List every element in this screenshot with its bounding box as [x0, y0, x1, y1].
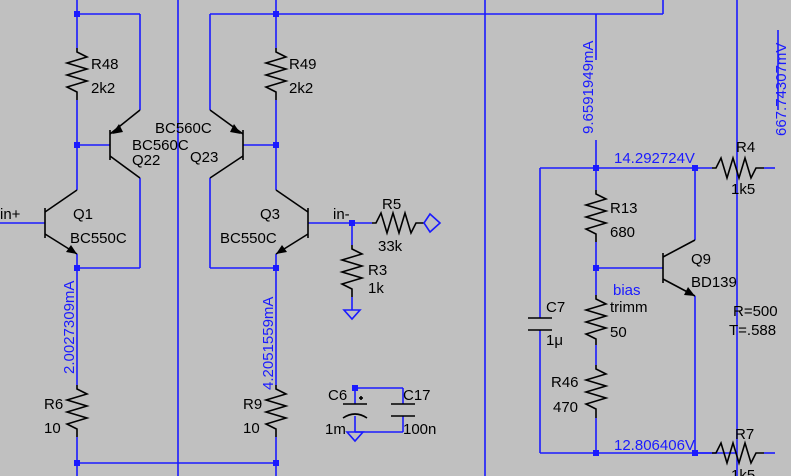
- label-c17-value: 100n: [403, 421, 436, 438]
- transistors: [44, 109, 696, 297]
- capacitor-c7: [528, 317, 552, 331]
- resistor-trimm: [583, 295, 609, 345]
- label-r7-value: 1k5: [731, 467, 755, 476]
- label-q22-name: Q22: [132, 152, 160, 169]
- measurement-v-right: 667.74307mV: [773, 43, 790, 136]
- label-c7-value: 1μ: [546, 332, 563, 349]
- resistor-r13: [583, 190, 609, 242]
- label-trimm-value: 50: [610, 324, 627, 341]
- label-q9-name: Q9: [691, 251, 711, 268]
- label-c6-name: C6: [328, 387, 347, 404]
- label-note-r: R=500: [733, 303, 778, 320]
- resistor-r3: [339, 245, 365, 297]
- label-r9-name: R9: [243, 396, 262, 413]
- measurements: 2.0027309mA 4.2051559mA 9.6591949mA 667.…: [61, 41, 790, 454]
- resistor-r6: [64, 385, 90, 437]
- ground-symbol: [345, 431, 365, 443]
- label-r4-name: R4: [736, 139, 755, 156]
- resistor-r48: [64, 48, 90, 100]
- label-q1-name: Q1: [73, 206, 93, 223]
- label-r13-name: R13: [610, 200, 638, 217]
- resistor-r9: [263, 385, 289, 437]
- label-r6-value: 10: [44, 420, 61, 437]
- label-r13-value: 680: [610, 224, 635, 241]
- label-r5-value: 33k: [378, 238, 403, 255]
- transistor-q3: [275, 189, 309, 255]
- label-c6-value: 1m: [325, 421, 346, 438]
- transistor-q23: [209, 109, 244, 179]
- label-r3-value: 1k: [368, 280, 384, 297]
- capacitor-c17: [391, 403, 415, 417]
- label-bias: bias: [613, 282, 641, 299]
- transistor-q9: [662, 239, 696, 297]
- measurement-i-q9: 9.6591949mA: [580, 41, 597, 134]
- label-c7-name: C7: [546, 299, 565, 316]
- resistor-r46: [583, 365, 609, 418]
- label-r46-name: R46: [551, 374, 579, 391]
- transistor-q22: [109, 109, 141, 179]
- junctions: [74, 11, 698, 466]
- label-c17-name: C17: [403, 387, 431, 404]
- label-q23-name: Q23: [190, 149, 218, 166]
- capacitors: [342, 317, 552, 419]
- label-q9-model: BD139: [691, 274, 737, 291]
- resistor-r4: [712, 155, 764, 181]
- ground-symbol: [342, 309, 362, 321]
- transistor-q1: [44, 189, 78, 255]
- label-r46-value: 470: [553, 399, 578, 416]
- label-in-minus: in-: [333, 206, 350, 223]
- measurement-v-bottom: 12.806406V: [614, 437, 695, 454]
- resistor-r49: [263, 48, 289, 100]
- label-q22-model-b: BC560C: [132, 137, 189, 154]
- measurement-v-top: 14.292724V: [614, 150, 695, 167]
- capacitor-c6: [342, 396, 368, 419]
- label-r48-value: 2k2: [91, 80, 115, 97]
- resistor-r5: [372, 210, 424, 236]
- label-r49-value: 2k2: [289, 80, 313, 97]
- label-r6-name: R6: [44, 396, 63, 413]
- label-r3-name: R3: [368, 262, 387, 279]
- ground-symbols: [342, 212, 442, 443]
- measurement-i-q3: 4.2051559mA: [260, 297, 277, 390]
- label-in-plus: in+: [0, 206, 21, 223]
- label-r5-name: R5: [382, 196, 401, 213]
- label-r49-name: R49: [289, 56, 317, 73]
- component-labels: in+ in- R48 2k2 R49 2k2 BC560C BC560C Q2…: [0, 56, 778, 476]
- measurement-i-q1: 2.0027309mA: [61, 281, 78, 374]
- label-r48-name: R48: [91, 56, 119, 73]
- resistors: [64, 48, 764, 466]
- label-q22-model-a: BC560C: [155, 120, 212, 137]
- label-r7-name: R7: [735, 426, 754, 443]
- label-q1-model: BC550C: [70, 230, 127, 247]
- label-r9-value: 10: [243, 420, 260, 437]
- label-q3-name: Q3: [260, 206, 280, 223]
- label-r4-value: 1k5: [731, 181, 755, 198]
- label-trimm: trimm: [610, 299, 648, 316]
- resistor-r7: [712, 440, 764, 466]
- port-arrow: [423, 212, 442, 234]
- label-note-t: T=.588: [729, 322, 776, 339]
- label-q3-model: BC550C: [220, 230, 277, 247]
